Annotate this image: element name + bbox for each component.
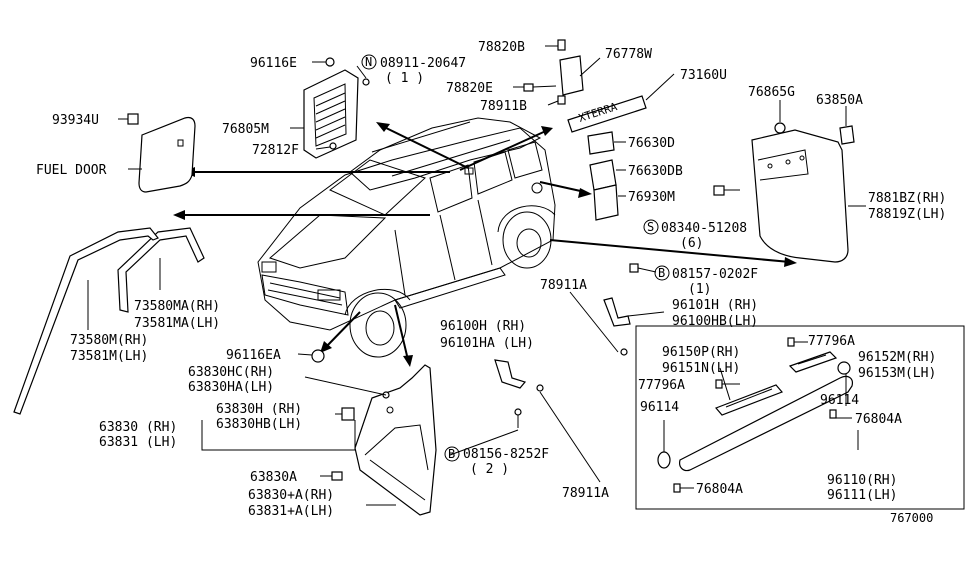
diagram-id: 767000: [890, 511, 933, 525]
label-78820E: 78820E: [446, 81, 493, 96]
label-63830HA: 63830HA(LH): [188, 380, 274, 395]
label-76805M: 76805M: [222, 122, 269, 137]
label-76778W: 76778W: [605, 47, 652, 62]
label-08157: 08157-0202F: [672, 267, 758, 282]
circle-b1-label: B: [658, 266, 665, 280]
label-96114-left: 96114: [640, 400, 679, 415]
label-96116E: 96116E: [250, 56, 297, 71]
label-08340-qty: (6): [680, 236, 703, 251]
leader-lines: [87, 45, 866, 506]
label-78911A-bottom: 78911A: [562, 486, 609, 501]
label-96114-right: 96114: [820, 393, 859, 408]
label-73580MA: 73580MA(RH): [134, 299, 220, 314]
label-93934U: 93934U: [52, 113, 99, 128]
label-73581M: 73581M(LH): [70, 349, 148, 364]
label-08156-qty: ( 2 ): [470, 462, 509, 477]
label-63830HB: 63830HB(LH): [216, 417, 302, 432]
label-77796A-mid: 77796A: [638, 378, 685, 393]
label-96100HB: 96100HB(LH): [672, 314, 758, 329]
label-76804A-bottom: 76804A: [696, 482, 743, 497]
label-63831: 63831 (LH): [99, 435, 177, 450]
label-96101HA: 96101HA (LH): [440, 336, 534, 351]
label-08157-qty: (1): [688, 282, 711, 297]
label-76630D: 76630D: [628, 136, 675, 151]
circled-markers: N S B B: [361, 54, 670, 462]
circle-b2-label: B: [448, 447, 455, 461]
label-63830A: 63830A: [250, 470, 297, 485]
circle-n-label: N: [365, 55, 372, 69]
label-96116EA: 96116EA: [226, 348, 281, 363]
circle-s-label: S: [647, 220, 654, 234]
label-73160U: 73160U: [680, 68, 727, 83]
label-fuel-door: FUEL DOOR: [36, 163, 107, 178]
label-08911-qty: ( 1 ): [385, 71, 424, 86]
label-78819Z: 78819Z(LH): [868, 207, 946, 222]
label-72812F: 72812F: [252, 143, 299, 158]
label-63830pA: 63830+A(RH): [248, 488, 334, 503]
label-63850A: 63850A: [816, 93, 863, 108]
part-shapes: XTERRA: [13, 39, 965, 516]
label-73581MA: 73581MA(LH): [134, 316, 220, 331]
label-96100H: 96100H (RH): [440, 319, 526, 334]
label-63831pA: 63831+A(LH): [248, 504, 334, 519]
callout-arrows: [173, 122, 797, 367]
label-63830HC: 63830HC(RH): [188, 365, 274, 380]
label-76630DB: 76630DB: [628, 164, 683, 179]
label-78911B: 78911B: [480, 99, 527, 114]
label-7881BZ: 7881BZ(RH): [868, 191, 946, 206]
label-96150P: 96150P(RH): [662, 345, 740, 360]
label-08340: 08340-51208: [661, 221, 747, 236]
label-96101H: 96101H (RH): [672, 298, 758, 313]
label-08156: 08156-8252F: [463, 447, 549, 462]
label-78911A-top: 78911A: [540, 278, 587, 293]
label-08911: 08911-20647: [380, 56, 466, 71]
label-76804A-right: 76804A: [855, 412, 902, 427]
part-labels: 96116E 08911-20647 ( 1 ) 93934U 76805M 7…: [36, 40, 946, 525]
label-63830H: 63830H (RH): [216, 402, 302, 417]
label-96111: 96111(LH): [827, 488, 897, 503]
label-96110: 96110(RH): [827, 473, 897, 488]
label-78820B: 78820B: [478, 40, 525, 55]
label-96153M: 96153M(LH): [858, 366, 936, 381]
label-63830: 63830 (RH): [99, 420, 177, 435]
label-77796A-top: 77796A: [808, 334, 855, 349]
label-76930M: 76930M: [628, 190, 675, 205]
label-76865G: 76865G: [748, 85, 795, 100]
label-96152M: 96152M(RH): [858, 350, 936, 365]
label-73580M: 73580M(RH): [70, 333, 148, 348]
label-96151N: 96151N(LH): [662, 361, 740, 376]
